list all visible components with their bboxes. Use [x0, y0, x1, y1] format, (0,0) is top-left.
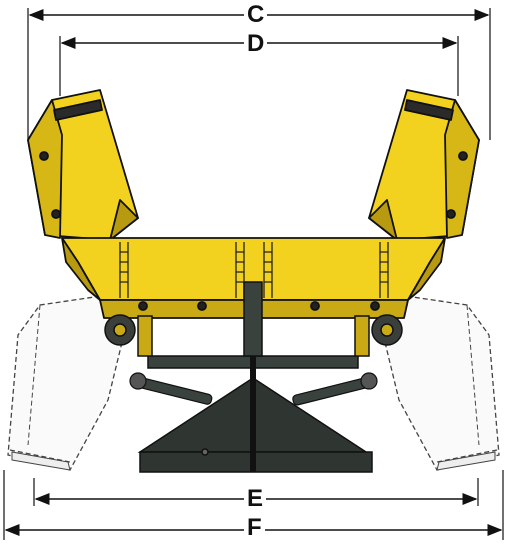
hydraulic-cylinders [129, 372, 378, 406]
dimension-label-e: E [244, 487, 267, 511]
center-moldboard [61, 237, 446, 319]
dimension-label-f: F [244, 516, 265, 540]
pivot-wheels [104, 281, 403, 357]
left-wing-bolts [39, 151, 61, 219]
moldboard-bolts [138, 301, 380, 311]
left-wing [27, 89, 139, 241]
moldboard-ribs [119, 242, 389, 298]
right-wing-bolts [446, 151, 468, 219]
dimension-label-c: C [244, 3, 268, 27]
ghost-right-wing [381, 294, 500, 471]
ghost-left-wing [7, 294, 126, 471]
right-wing [368, 89, 480, 241]
dimension-label-d: D [244, 32, 268, 56]
